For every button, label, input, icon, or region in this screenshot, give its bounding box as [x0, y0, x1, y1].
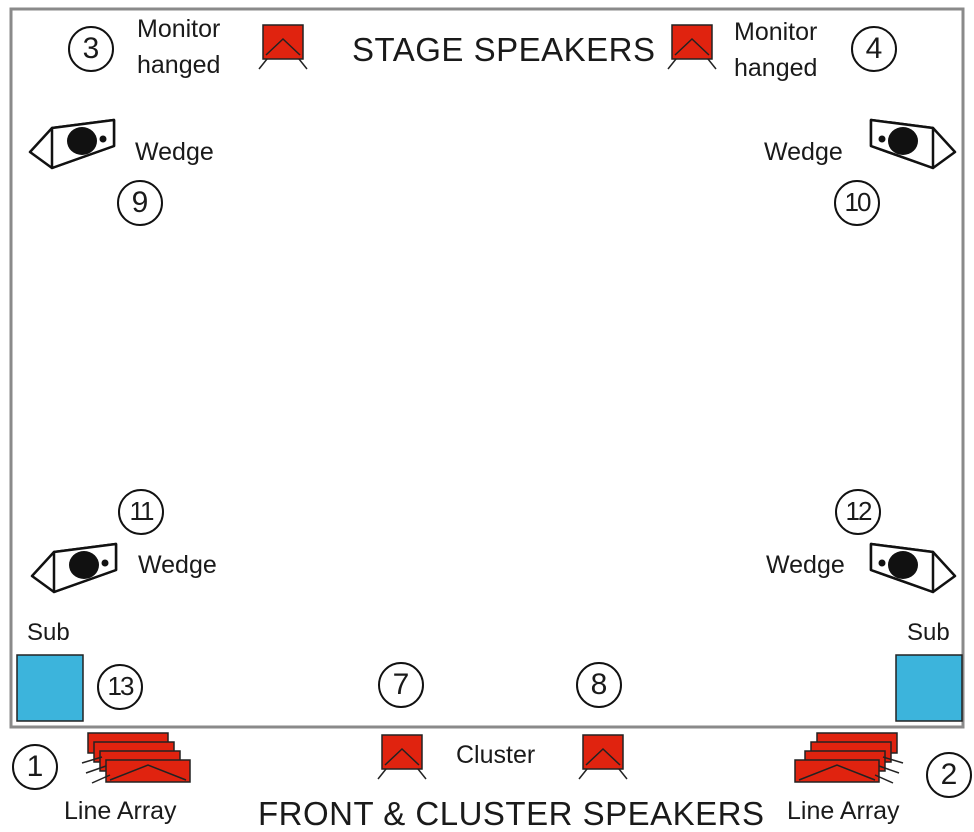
number-badge-11: 11: [118, 489, 164, 535]
cluster-left-icon: [377, 734, 427, 780]
number-badge-9: 9: [117, 180, 163, 226]
number-badge-3: 3: [68, 26, 114, 72]
number-badge-13: 13: [97, 664, 143, 710]
line-array-right-label: Line Array: [787, 797, 900, 825]
number-badge-10: 10: [834, 180, 880, 226]
monitor-left-label-line2: hanged: [137, 51, 221, 79]
wedge-bottom-left-label: Wedge: [138, 551, 217, 579]
stage-outline: [9, 7, 965, 729]
cluster-right-icon: [578, 734, 628, 780]
front-cluster-speakers-title: FRONT & CLUSTER SPEAKERS: [258, 795, 765, 832]
sub-right-box: [895, 654, 963, 722]
sub-left-box: [16, 654, 84, 722]
number-badge-1: 1: [12, 744, 58, 790]
line-array-left-label: Line Array: [64, 797, 177, 825]
sub-left-label: Sub: [27, 619, 70, 646]
wedge-top-left-label: Wedge: [135, 138, 214, 166]
monitor-right-label-line1: Monitor: [734, 18, 818, 46]
number-badge-8: 8: [576, 662, 622, 708]
stage-speakers-title: STAGE SPEAKERS: [352, 31, 656, 68]
sub-right-label: Sub: [907, 619, 950, 646]
line-array-left-icon: [81, 732, 191, 784]
wedge-top-right-label: Wedge: [764, 138, 843, 166]
number-badge-12: 12: [835, 489, 881, 535]
number-badge-2: 2: [926, 752, 972, 798]
wedge-bottom-right-label: Wedge: [766, 551, 845, 579]
line-array-right-icon: [794, 732, 904, 784]
monitor-right-label-line2: hanged: [734, 54, 818, 82]
number-badge-4: 4: [851, 26, 897, 72]
cluster-label: Cluster: [456, 741, 536, 769]
monitor-left-label-line1: Monitor: [137, 15, 221, 43]
number-badge-7: 7: [378, 662, 424, 708]
